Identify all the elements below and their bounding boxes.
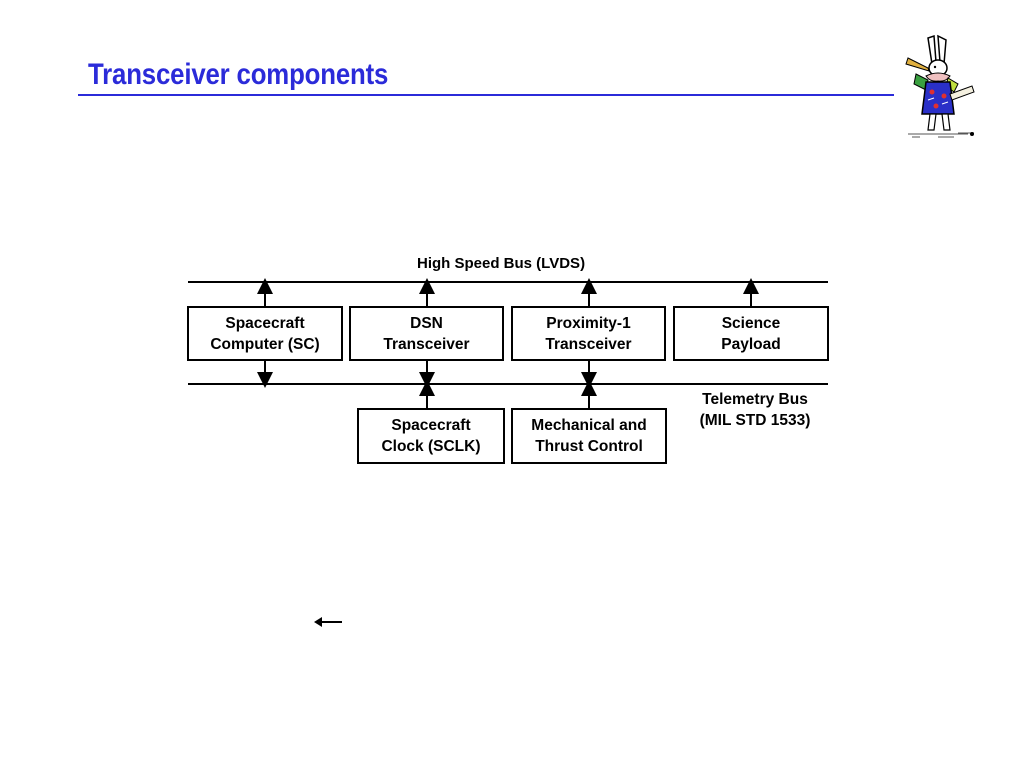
telemetry-bus-label: Telemetry Bus (MIL STD 1533) xyxy=(699,391,811,429)
science-payload-box: Science Payload xyxy=(673,306,829,361)
proximity-1-transceiver-box: Proximity-1 Transceiver xyxy=(511,306,666,361)
proximity-1-transceiver-label: Proximity-1 Transceiver xyxy=(545,314,632,353)
spacecraft-clock-label: Spacecraft Clock (SCLK) xyxy=(381,417,481,455)
white-rabbit-herald-icon xyxy=(905,34,975,138)
spacecraft-clock-box: Spacecraft Clock (SCLK) xyxy=(357,408,505,464)
slide-title: Transceiver components xyxy=(88,58,389,91)
mechanical-thrust-control-label: Mechanical and Thrust Control xyxy=(531,417,647,455)
dsn-transceiver-box: DSN Transceiver xyxy=(349,306,504,361)
left-arrow-icon xyxy=(314,617,342,627)
spacecraft-computer-box: Spacecraft Computer (SC) xyxy=(187,306,343,361)
science-payload-label: Science Payload xyxy=(721,314,781,353)
spacecraft-computer-label: Spacecraft Computer (SC) xyxy=(210,314,320,353)
mechanical-thrust-control-box: Mechanical and Thrust Control xyxy=(511,408,667,464)
dsn-transceiver-label: DSN Transceiver xyxy=(383,314,470,353)
title-underline xyxy=(78,94,894,96)
high-speed-bus-label: High Speed Bus (LVDS) xyxy=(417,255,586,272)
